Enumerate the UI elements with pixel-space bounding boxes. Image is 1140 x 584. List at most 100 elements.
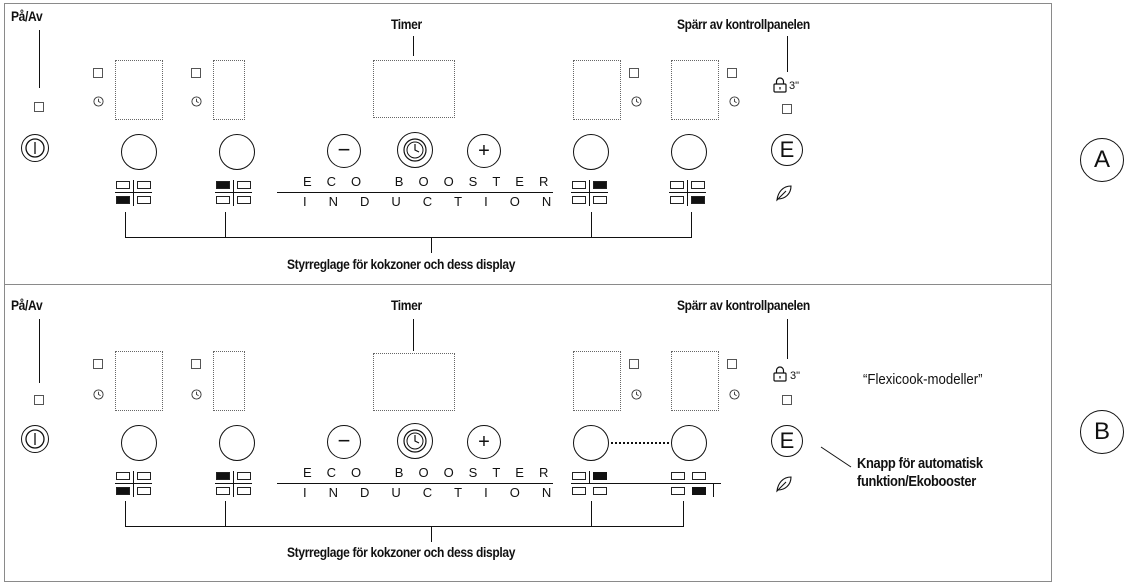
plus-icon: +	[478, 140, 490, 162]
zone4-clock-icon	[729, 389, 740, 400]
timer-display	[373, 60, 455, 118]
clock-icon	[403, 138, 427, 162]
zone2-level-grid	[215, 180, 253, 206]
zone4-clock-icon	[729, 96, 740, 107]
zone2-slider-button[interactable]	[219, 425, 255, 461]
auto-function-label-line2: funktion/Ekobooster	[857, 473, 976, 490]
zone3-display	[573, 60, 621, 120]
zone1-slider-button[interactable]	[121, 134, 157, 170]
power-indicator	[34, 102, 44, 112]
on-off-label: På/Av	[11, 8, 43, 24]
controls-label: Styrreglage för kokzoner och dess displa…	[287, 544, 516, 560]
zone2-timer-indicator	[191, 359, 201, 369]
minus-button[interactable]: −	[327, 425, 361, 459]
zone1-display	[115, 60, 163, 120]
timer-leader	[413, 319, 414, 351]
auto-function-leader	[820, 446, 852, 468]
plus-icon: +	[478, 431, 490, 453]
power-icon	[25, 429, 45, 449]
zone2-clock-icon	[191, 389, 202, 400]
bracket-tick-4	[683, 501, 684, 527]
timer-label: Timer	[391, 16, 422, 32]
induction-text: INDUCTION	[303, 194, 574, 209]
lock-duration: 3"	[790, 370, 801, 382]
zone2-slider-button[interactable]	[219, 134, 255, 170]
zone4-display	[671, 60, 719, 120]
zone4-slider-button[interactable]	[671, 425, 707, 461]
panel-a: På/Av Timer Spärr av kontrollpanelen −	[4, 3, 1052, 285]
zone3-timer-indicator	[629, 68, 639, 78]
zone1-display	[115, 351, 163, 411]
zone4-slider-button[interactable]	[671, 134, 707, 170]
zone2-timer-indicator	[191, 68, 201, 78]
padlock-icon	[773, 366, 787, 382]
lock-label: Spärr av kontrollpanelen	[677, 297, 810, 313]
lock-indicator	[782, 104, 792, 114]
bracket-tick-2	[225, 501, 226, 527]
auto-function-label-line1: Knapp för automatisk	[857, 455, 983, 472]
lock-label: Spärr av kontrollpanelen	[677, 16, 810, 32]
bracket-tick-2	[225, 212, 226, 238]
e-icon: E	[779, 137, 795, 162]
bracket-tick-3	[591, 501, 592, 527]
minus-icon: −	[337, 137, 351, 162]
zone2-level-grid	[215, 471, 253, 497]
bracket-leader	[431, 526, 432, 542]
plus-button[interactable]: +	[467, 134, 501, 168]
timer-label: Timer	[391, 297, 422, 313]
bracket-tick-4	[691, 212, 692, 238]
flexi-bridge	[611, 442, 669, 444]
zone3-slider-button[interactable]	[573, 425, 609, 461]
timer-leader	[413, 36, 414, 56]
timer-button[interactable]	[397, 423, 433, 459]
bracket-tick-3	[591, 212, 592, 238]
timer-button[interactable]	[397, 132, 433, 168]
power-button[interactable]	[21, 134, 49, 162]
zone4-display	[671, 351, 719, 411]
power-button[interactable]	[21, 425, 49, 453]
bracket-base	[125, 237, 692, 238]
panel-b-badge: B	[1080, 410, 1124, 454]
lock-duration: 3"	[789, 80, 800, 92]
flexicook-note: “Flexicook-modeller”	[863, 371, 983, 388]
zone2-clock-icon	[191, 96, 202, 107]
auto-function-button[interactable]: E	[771, 425, 803, 457]
brand-divider	[277, 483, 553, 484]
controls-label: Styrreglage för kokzoner och dess displa…	[287, 256, 516, 272]
timer-display	[373, 353, 455, 411]
zone1-clock-icon	[93, 96, 104, 107]
clock-icon	[403, 429, 427, 453]
zone2-display	[213, 60, 245, 120]
leaf-icon	[776, 185, 792, 202]
panel-a-badge: A	[1080, 138, 1124, 182]
leaf-icon	[776, 476, 792, 493]
zone1-timer-indicator	[93, 359, 103, 369]
minus-icon: −	[337, 428, 351, 453]
bracket-tick-1	[125, 501, 126, 527]
eco-booster-text: ECO BOOSTER	[303, 465, 564, 480]
lock-leader	[787, 36, 788, 72]
zone2-display	[213, 351, 245, 411]
on-off-leader	[39, 319, 40, 383]
panel-b: På/Av Timer Spärr av kontrollpanelen −	[4, 284, 1052, 582]
zone1-slider-button[interactable]	[121, 425, 157, 461]
auto-function-button[interactable]: E	[771, 134, 803, 166]
plus-button[interactable]: +	[467, 425, 501, 459]
zone4-timer-indicator	[727, 359, 737, 369]
zone1-level-grid	[115, 180, 153, 206]
zone3-clock-icon	[631, 389, 642, 400]
zone3-slider-button[interactable]	[573, 134, 609, 170]
brand-divider	[277, 192, 553, 193]
minus-button[interactable]: −	[327, 134, 361, 168]
bracket-tick-1	[125, 212, 126, 238]
zone3-timer-indicator	[629, 359, 639, 369]
zone1-level-grid	[115, 471, 153, 497]
zone4-level-grid	[669, 180, 707, 206]
zone3-clock-icon	[631, 96, 642, 107]
flexi-level-grid	[571, 471, 721, 497]
padlock-icon	[773, 77, 787, 93]
on-off-leader	[39, 30, 40, 88]
e-icon: E	[779, 428, 795, 453]
zone1-timer-indicator	[93, 68, 103, 78]
zone4-timer-indicator	[727, 68, 737, 78]
